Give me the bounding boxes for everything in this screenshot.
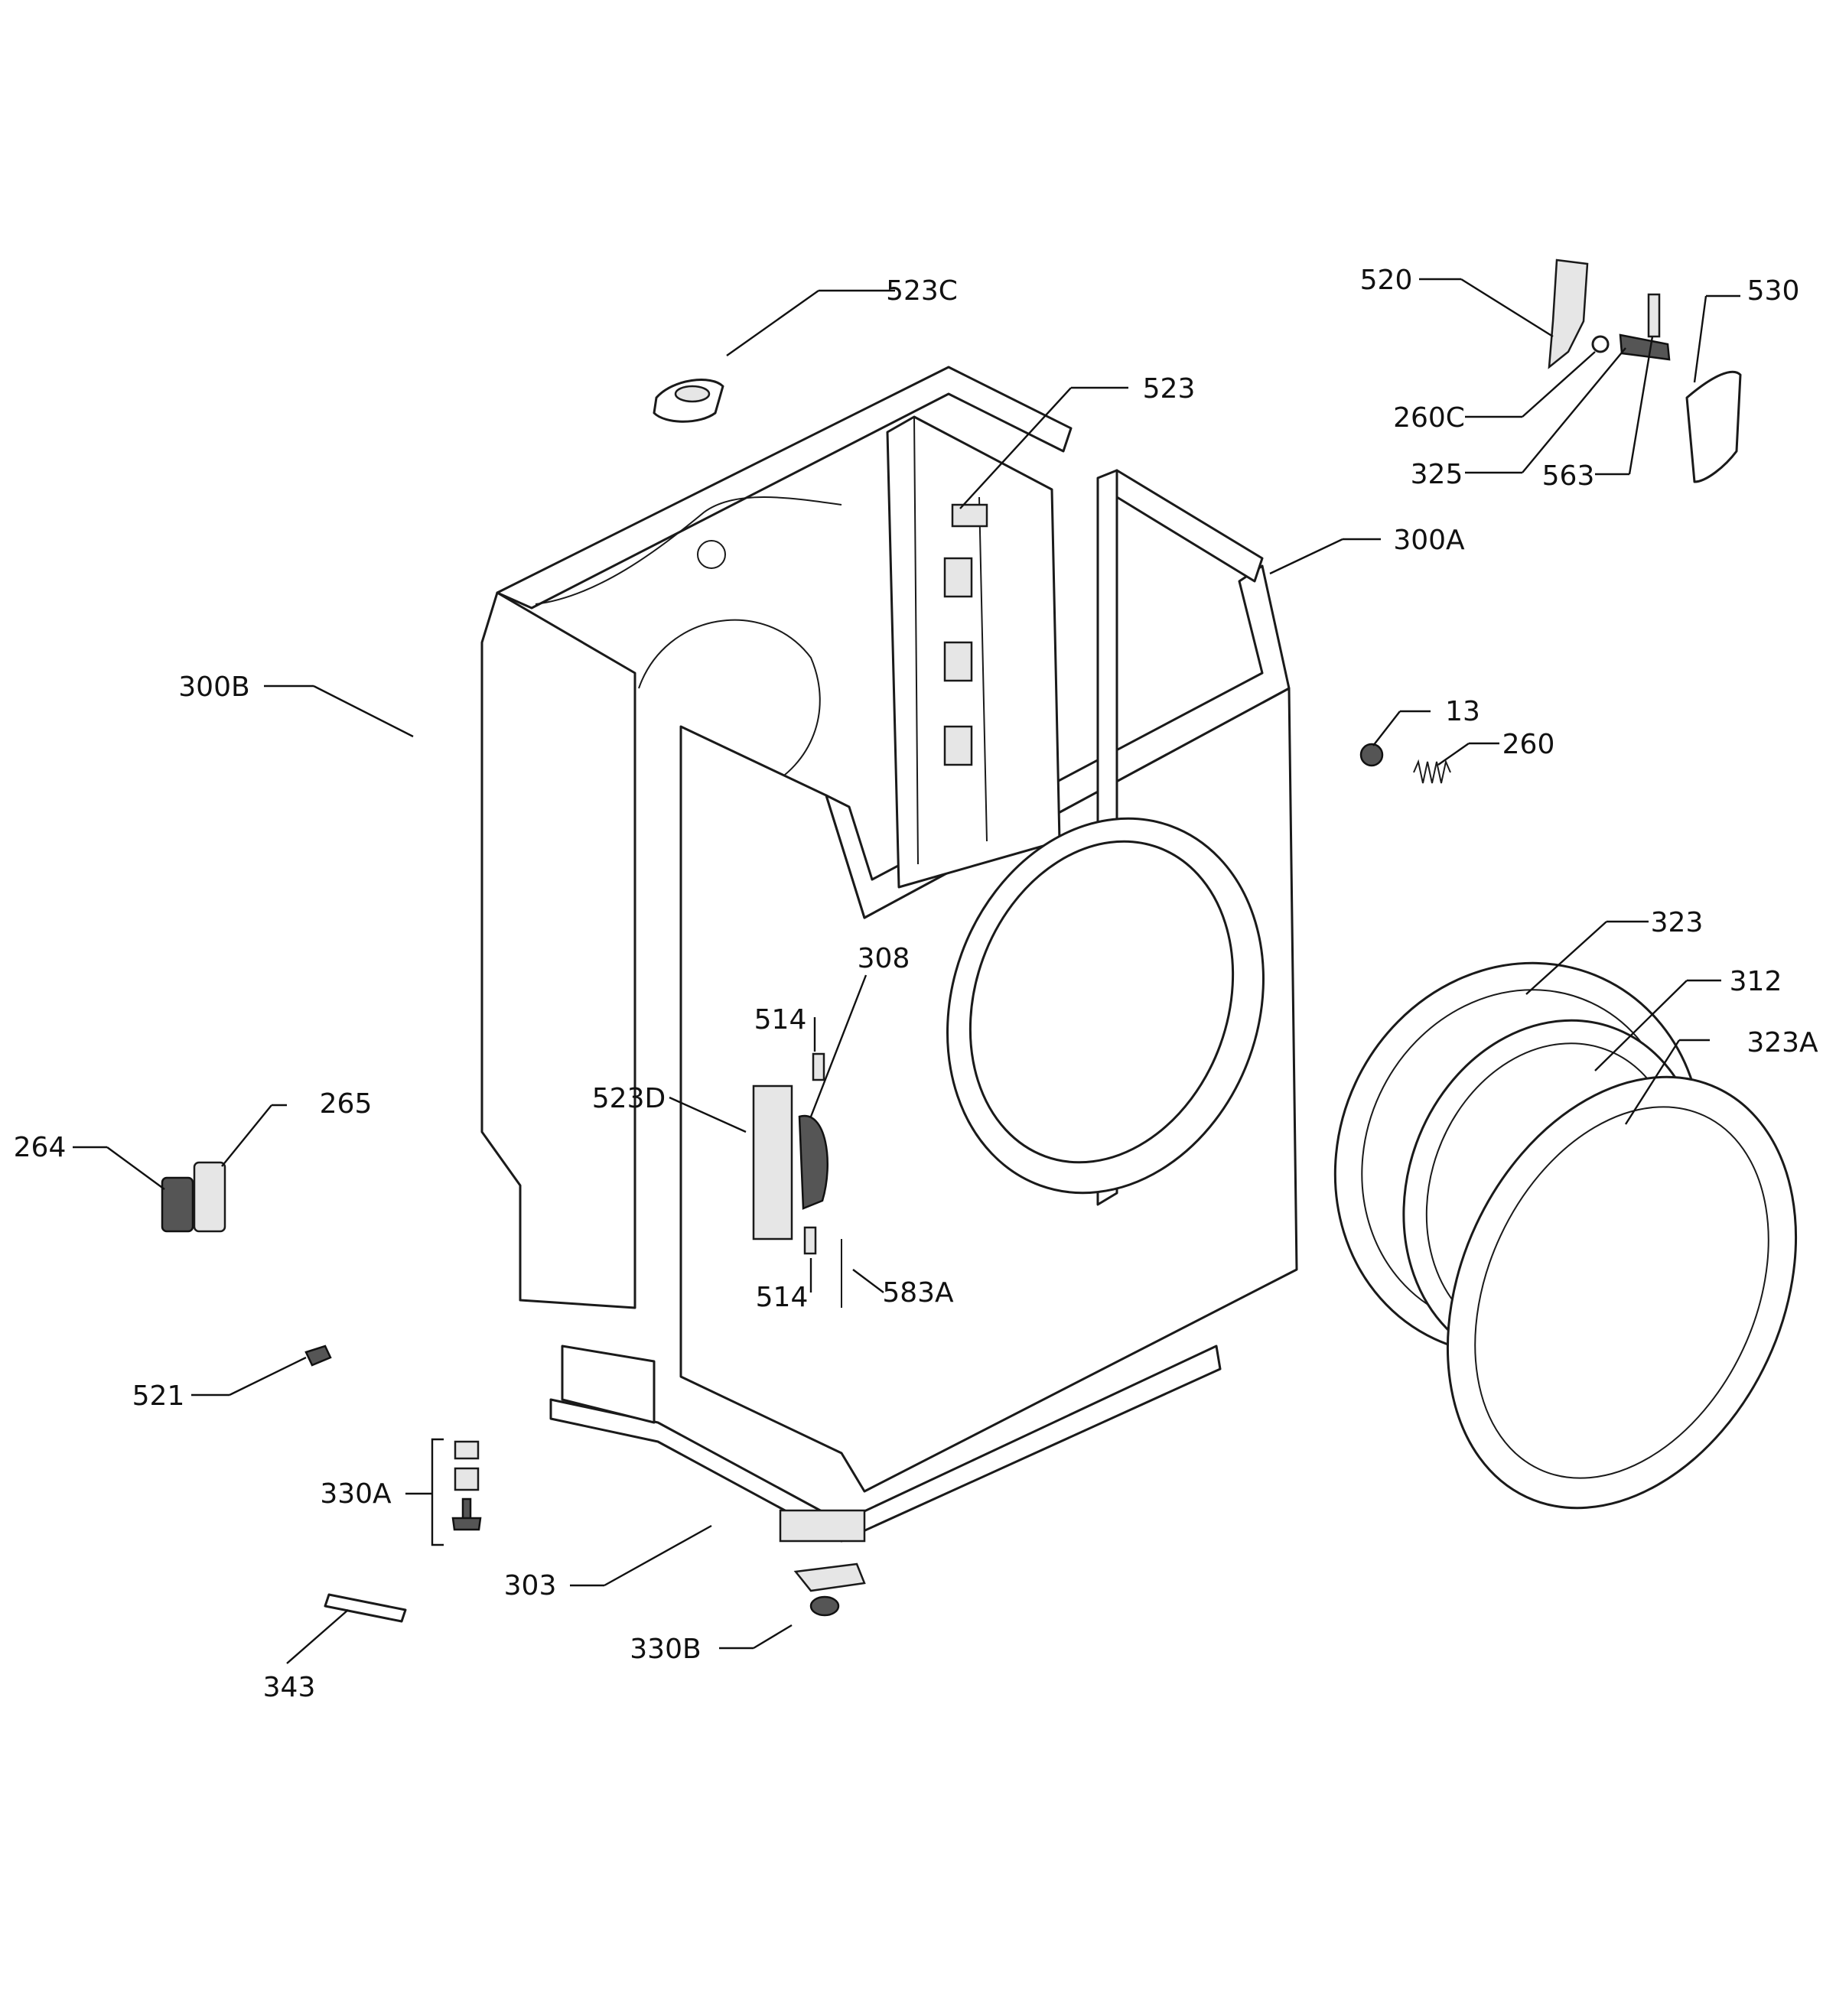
leader-lines [73,278,1740,1664]
label-583a: 583A [882,1277,954,1309]
label-330a: 330A [320,1478,392,1510]
part-330a-nut [454,1440,480,1460]
part-521-screw [304,1345,332,1367]
label-260c: 260C [1393,402,1465,434]
label-520: 520 [1360,265,1413,296]
part-325 [1619,333,1671,361]
part-530-cover [1685,370,1742,483]
door-opening-inner [968,840,1235,1164]
interlock-bracket [752,1084,793,1240]
part-260c [1591,335,1610,353]
label-514-lower: 514 [756,1282,809,1313]
label-343: 343 [263,1672,316,1703]
interlock-switch [798,1114,828,1210]
vertical-rail [886,415,1061,889]
base-frame [549,1345,1222,1543]
top-frame [496,366,1073,610]
label-523c: 523C [886,275,958,307]
drum-outline [638,619,821,789]
label-325: 325 [1411,459,1463,490]
label-330b: 330B [630,1634,701,1665]
label-308: 308 [858,943,910,974]
part-330b-leveling-foot [793,1562,866,1617]
label-523: 523 [1143,373,1196,405]
label-300a: 300A [1393,525,1465,556]
label-323a: 323A [1746,1027,1818,1058]
label-530: 530 [1747,275,1800,307]
part-264-265-hinge [161,1161,226,1233]
left-side-panel [480,591,636,1309]
label-563: 563 [1542,460,1595,492]
label-260: 260 [1502,729,1555,760]
label-13: 13 [1445,696,1480,727]
label-265: 265 [320,1088,373,1120]
label-521: 521 [132,1380,185,1412]
part-343-clip [324,1593,407,1623]
part-563-pin [1647,293,1661,338]
part-523c-bracket [653,379,724,423]
label-264: 264 [14,1132,67,1163]
part-514-upper [812,1052,825,1081]
part-330a-foot [451,1497,482,1531]
label-323: 323 [1651,907,1704,938]
part-260-spring [1413,759,1451,784]
label-514-upper: 514 [754,1004,807,1036]
part-520-hinge-plate [1548,259,1589,369]
label-523d: 523D [592,1083,666,1114]
base-foot-plate [779,1509,866,1543]
label-303: 303 [504,1570,557,1601]
part-323a-door-outer-ring [1446,1075,1798,1510]
label-300b: 300B [178,671,249,703]
callout-labels: 523C 520 530 523 260C 325 563 300A 300B … [14,265,1818,1703]
part-330a-washer [454,1467,480,1491]
label-312: 312 [1730,966,1782,997]
part-13-nut [1359,743,1384,767]
part-514-lower [803,1226,817,1255]
cabinet-assembly [480,366,1298,1543]
